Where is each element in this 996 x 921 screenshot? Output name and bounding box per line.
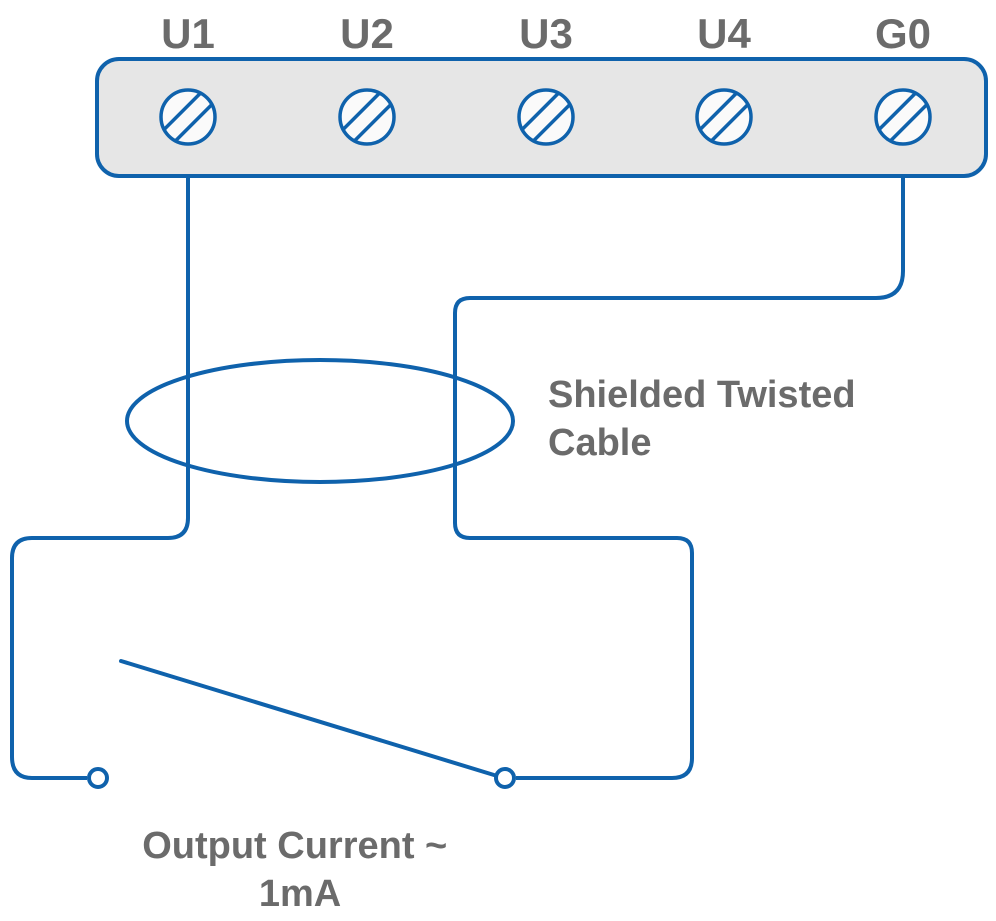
terminal-label-u3: U3: [519, 10, 573, 57]
terminal-label-u1: U1: [161, 10, 215, 57]
switch-blade: [119, 659, 496, 777]
output-current-line2: 1mA: [259, 873, 341, 915]
cable-annotation-line1: Shielded Twisted: [548, 374, 856, 416]
output-current-annotation: Output Current ~ 1mA: [142, 825, 458, 915]
screw-terminal-icon: [338, 88, 396, 146]
switch-symbol: [87, 659, 516, 789]
cable-shield-loop-icon: [125, 358, 515, 484]
terminal-u1: U1: [159, 10, 217, 146]
terminal-u4: U4: [695, 10, 753, 146]
terminal-label-g0: G0: [875, 10, 931, 57]
terminal-label-u4: U4: [697, 10, 751, 57]
terminal-u2: U2: [338, 10, 396, 146]
screw-terminal-icon: [159, 88, 217, 146]
cable-annotation: Shielded Twisted Cable: [548, 374, 866, 464]
wire-u1: [10, 176, 190, 780]
screw-terminal-icon: [695, 88, 753, 146]
terminal-block: U1 U2 U3: [95, 10, 988, 178]
switch-contact-right-icon: [494, 767, 516, 789]
terminal-label-u2: U2: [340, 10, 394, 57]
screw-terminal-icon: [517, 88, 575, 146]
terminal-u3: U3: [517, 10, 575, 146]
cable-annotation-line2: Cable: [548, 422, 651, 464]
output-current-line1: Output Current ~: [142, 825, 447, 867]
wire-g0: [453, 176, 905, 780]
switch-contact-left-icon: [87, 767, 109, 789]
screw-terminal-icon: [874, 88, 932, 146]
terminal-g0: G0: [874, 10, 932, 146]
